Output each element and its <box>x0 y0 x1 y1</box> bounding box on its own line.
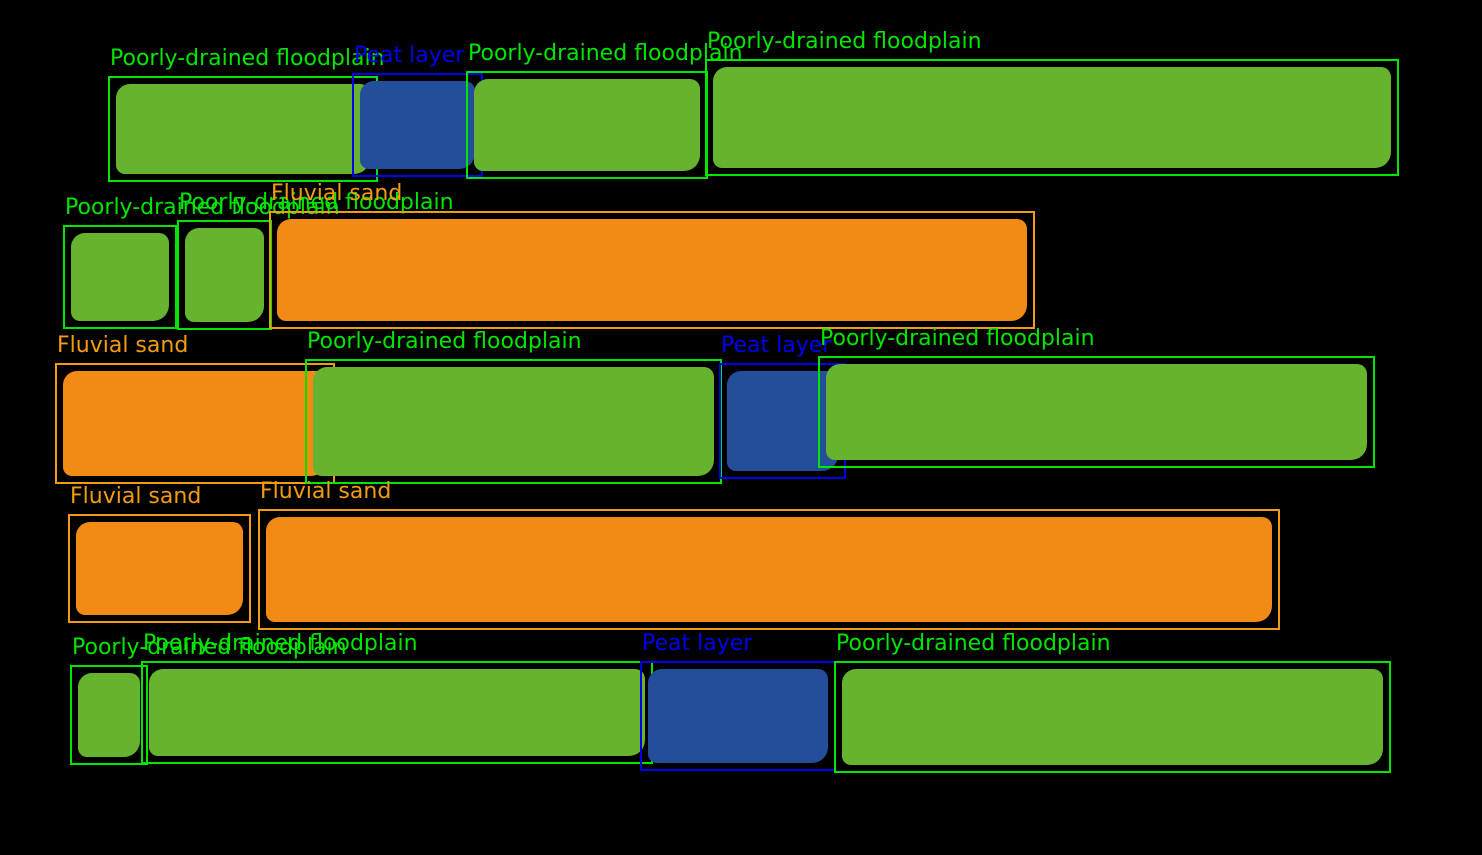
segment-row5-2: Poorly-drained floodplain <box>141 631 653 764</box>
segment-label: Peat layer <box>642 631 753 656</box>
segment-row1-4: Poorly-drained floodplain <box>705 29 1399 176</box>
segment-fill <box>116 84 370 174</box>
segment-label: Poorly-drained floodplain <box>468 41 743 66</box>
segment-label: Poorly-drained floodplain <box>72 635 347 660</box>
segment-row4-2: Fluvial sand <box>258 479 1280 630</box>
segment-fill <box>826 364 1367 460</box>
segment-label: Fluvial sand <box>57 333 189 358</box>
segment-label: Poorly-drained floodplain <box>307 329 582 354</box>
segment-label: Peat layer <box>354 43 465 68</box>
segment-fill <box>474 79 700 171</box>
segment-fill <box>360 81 475 169</box>
segment-fill <box>185 228 264 322</box>
segment-fill <box>71 233 169 321</box>
segment-row3-2: Poorly-drained floodplain <box>305 329 722 484</box>
segment-label: Poorly-drained floodplain <box>65 195 340 220</box>
segment-row1-3: Poorly-drained floodplain <box>466 41 743 179</box>
segment-fill <box>277 219 1027 321</box>
segment-label: Peat layer <box>721 333 832 358</box>
segment-label: Fluvial sand <box>260 479 392 504</box>
segment-label: Poorly-drained floodplain <box>820 326 1095 351</box>
segment-row2-2: Poorly-drained floodplain <box>177 190 454 330</box>
segment-row3-4: Poorly-drained floodplain <box>818 326 1375 468</box>
segment-row4-1: Fluvial sand <box>68 484 251 623</box>
segment-fill <box>713 67 1391 168</box>
segment-fill <box>78 673 140 757</box>
segment-label: Poorly-drained floodplain <box>143 631 418 656</box>
segment-fill <box>76 522 243 615</box>
segment-row1-1: Poorly-drained floodplain <box>108 46 385 182</box>
segment-row1-2: Peat layer <box>352 43 483 177</box>
segment-fill <box>842 669 1383 765</box>
segment-fill <box>648 669 828 763</box>
segment-fill <box>313 367 714 476</box>
segment-label: Poorly-drained floodplain <box>836 631 1111 656</box>
segment-fill <box>266 517 1272 622</box>
segment-label: Fluvial sand <box>271 181 403 206</box>
segment-row5-3: Peat layer <box>640 631 836 771</box>
segment-label: Fluvial sand <box>70 484 202 509</box>
segment-row3-1: Fluvial sand <box>55 333 335 484</box>
segment-row2-3: Fluvial sand <box>269 181 1035 329</box>
segment-row5-1: Poorly-drained floodplain <box>70 635 347 765</box>
segment-label: Poorly-drained floodplain <box>179 190 454 215</box>
segment-label: Poorly-drained floodplain <box>110 46 385 71</box>
segment-fill <box>149 669 645 756</box>
segment-fill <box>63 371 327 476</box>
segment-label: Poorly-drained floodplain <box>707 29 982 54</box>
segment-row5-4: Poorly-drained floodplain <box>834 631 1391 773</box>
segment-row2-1: Poorly-drained floodplain <box>63 195 340 329</box>
